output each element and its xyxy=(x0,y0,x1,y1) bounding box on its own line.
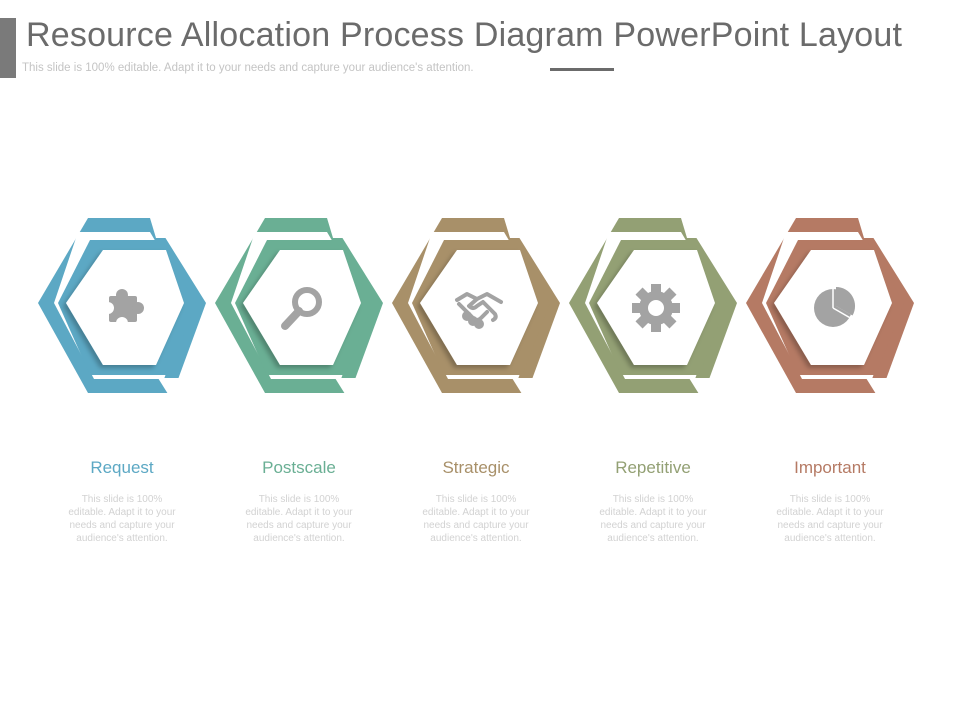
step-description: This slide is 100% editable. Adapt it to… xyxy=(245,494,353,544)
step-label: Important xyxy=(794,458,866,477)
pie-chart-icon xyxy=(814,286,856,327)
hexagon-shape xyxy=(392,218,560,394)
magnifier-icon xyxy=(281,287,322,330)
page-title: Resource Allocation Process Diagram Powe… xyxy=(26,16,903,54)
hexagon-shape xyxy=(215,218,383,394)
page-subtitle: This slide is 100% editable. Adapt it to… xyxy=(22,62,474,74)
step-description: This slide is 100% editable. Adapt it to… xyxy=(599,494,707,544)
step-description: This slide is 100% editable. Adapt it to… xyxy=(68,494,176,544)
hexagon-shape xyxy=(746,218,914,394)
step-description: This slide is 100% editable. Adapt it to… xyxy=(776,494,884,544)
handshake-icon xyxy=(455,292,503,329)
puzzle-icon xyxy=(102,289,144,329)
step-description: This slide is 100% editable. Adapt it to… xyxy=(422,494,530,544)
step-label: Repetitive xyxy=(615,458,691,477)
step-label: Request xyxy=(90,458,154,477)
hexagon-shape xyxy=(569,218,737,394)
gear-icon xyxy=(632,284,680,332)
step-label: Strategic xyxy=(442,458,510,477)
subtitle-divider xyxy=(550,68,614,71)
hexagon-shape xyxy=(38,218,206,394)
step-label: Postscale xyxy=(262,458,336,477)
title-accent-bar xyxy=(0,18,16,78)
